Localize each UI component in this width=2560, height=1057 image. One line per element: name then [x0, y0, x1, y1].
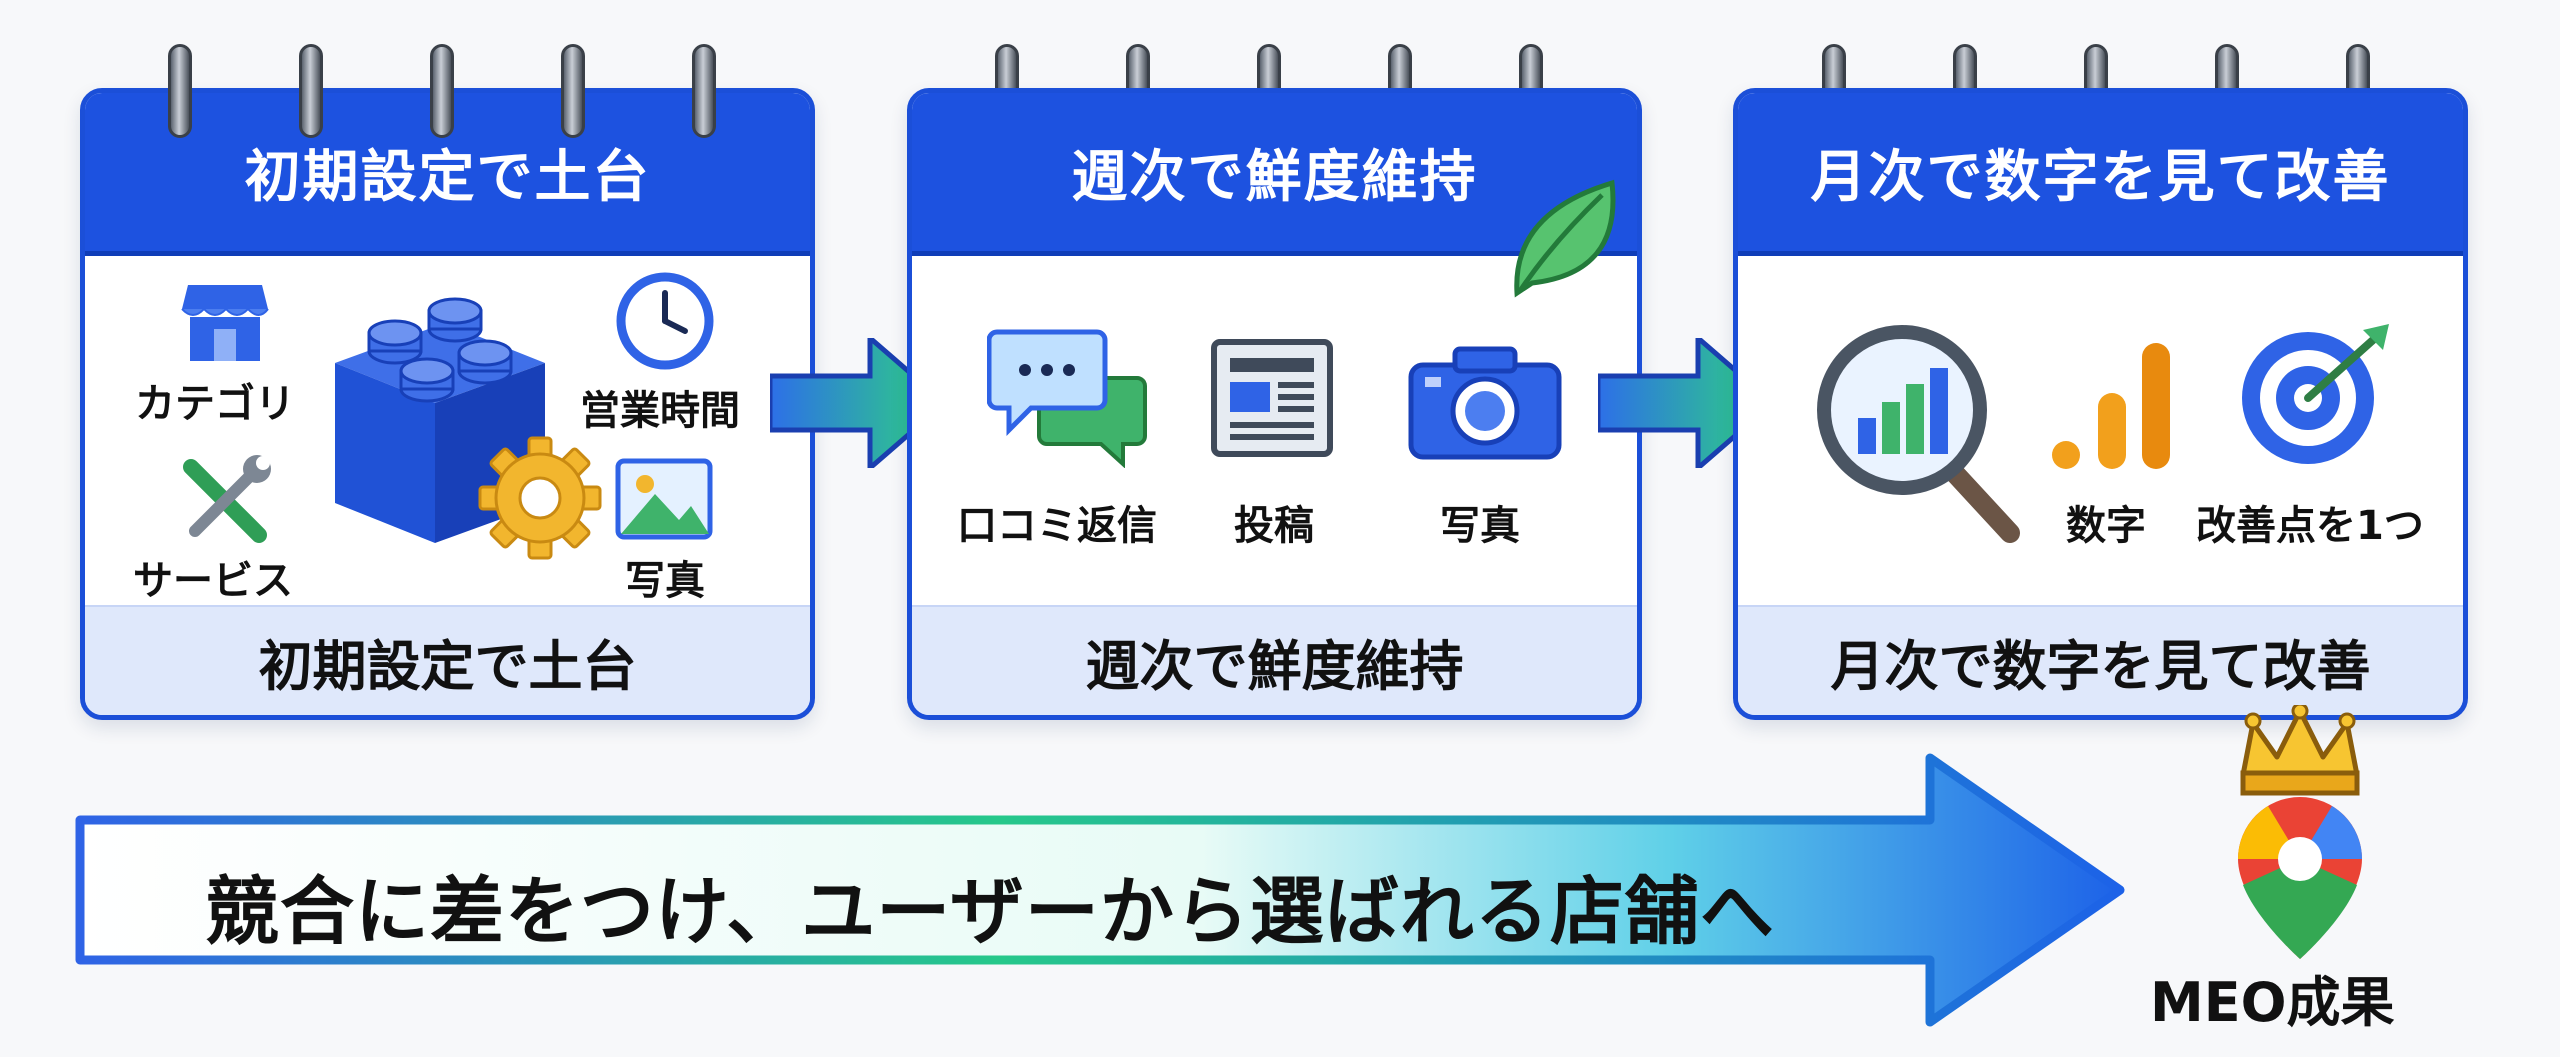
item-label-photo: 写真: [625, 558, 705, 604]
target-icon: [2233, 318, 2403, 472]
item-label-post: 投稿: [1234, 503, 1314, 549]
store-icon: [180, 273, 270, 367]
crowned-map-pin-icon: [2238, 705, 2362, 959]
building-block-icon: [315, 293, 555, 557]
card-title: 週次で鮮度維持: [912, 93, 1637, 256]
card-footer: 週次で鮮度維持: [912, 605, 1637, 715]
camera-icon: [1407, 343, 1563, 465]
magnifier-chart-icon: [1810, 318, 2030, 552]
item-label-numbers: 数字: [2066, 503, 2146, 549]
card-footer: 初期設定で土台: [85, 605, 810, 715]
card-footer: 月次で数字を見て改善: [1738, 605, 2463, 715]
analytics-bars-icon: [2050, 333, 2180, 477]
chat-bubbles-icon: [986, 328, 1147, 472]
step-card-initial: 初期設定で土台 カテゴリ サービス: [80, 88, 815, 720]
tools-icon: [177, 453, 273, 553]
newspaper-icon: [1210, 338, 1344, 462]
card-title: 月次で数字を見て改善: [1738, 93, 2463, 256]
item-label-review-reply: 口コミ返信: [957, 503, 1157, 549]
clock-icon: [615, 271, 715, 375]
item-label-category: カテゴリ: [135, 381, 295, 427]
item-label-photo: 写真: [1440, 503, 1520, 549]
item-label-hours: 営業時間: [580, 388, 740, 434]
gear-icon: [475, 433, 605, 567]
step-card-weekly: 週次で鮮度維持 口コミ返信 投稿: [907, 88, 1642, 720]
meo-result-label: MEO成果: [2150, 971, 2395, 1034]
image-icon: [615, 458, 713, 544]
item-label-service: サービス: [133, 558, 293, 604]
leaf-icon: [1502, 173, 1622, 307]
item-label-one-improvement: 改善点を1つ: [2196, 503, 2424, 549]
banner-arrow-icon: [75, 753, 2125, 1027]
banner-message: 競合に差をつけ、ユーザーから選ばれる店舗へ: [205, 869, 1775, 955]
step-card-monthly: 月次で数字を見て改善 数字 改善点を1つ 月次で数字を見: [1733, 88, 2468, 720]
